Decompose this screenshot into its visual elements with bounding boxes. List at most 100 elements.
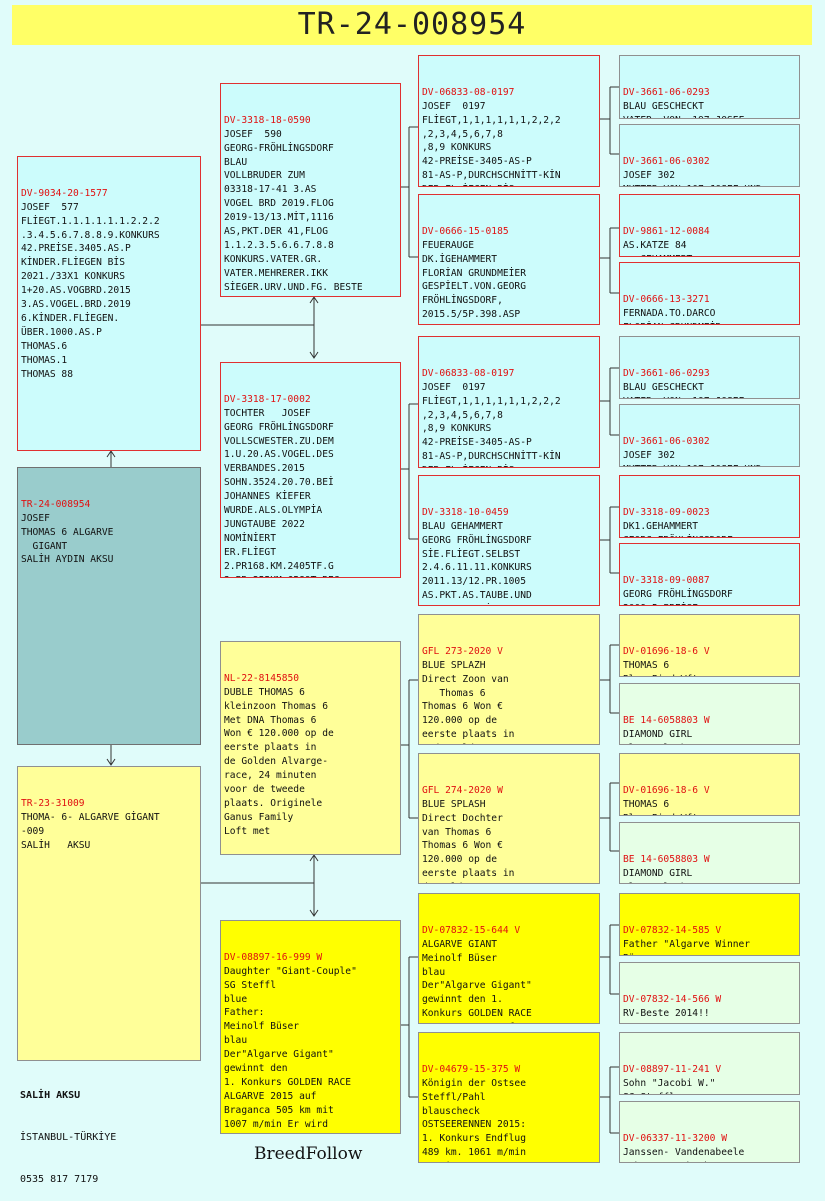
g4-notes: THOMAS 6 Blue Pied Wft 1" Place Golden (623, 659, 698, 676)
g3-ring-number: DV-06833-08-0197 (422, 367, 515, 379)
g4-notes: BLAU GESCHECKT VATER VON 197 JOSEF (623, 100, 744, 118)
g4-notes: THOMAS 6 Blue Pied Wft 1" Place Golden (623, 798, 698, 815)
g4-ring-number: DV-3661-06-0293 (623, 367, 710, 379)
g4-notes: DIAMOND GIRL Blue Splash Rechtstreekse (623, 867, 693, 883)
g3-ring-number: DV-06833-08-0197 (422, 86, 515, 98)
g4-card: DV-01696-18-6 V THOMAS 6 Blue Pied Wft 1"… (619, 614, 800, 677)
g3-notes: FEUERAUGE DK.İGEHAMMERT FLORİAN GRUNDMEİ… (422, 239, 526, 324)
g3-ring-number: DV-04679-15-375 W (422, 1063, 521, 1075)
g4-card: BE 14-6058803 W DIAMOND GIRL Blue Splash … (619, 822, 800, 884)
sire-ring-number: DV-9034-20-1577 (21, 187, 108, 199)
g4-card: DV-07832-14-585 V Father "Algarve Winner … (619, 893, 800, 956)
g3-ring-number: GFL 274-2020 W (422, 784, 503, 796)
owner-city: İSTANBUL-TÜRKİYE (20, 1132, 117, 1143)
pedigree-connectors (106, 86, 619, 1134)
g4-ring-number: DV-01696-18-6 V (623, 784, 710, 796)
dam-dam-ring-number: DV-08897-16-999 W (224, 951, 323, 963)
g4-ring-number: DV-3661-06-0302 (623, 435, 710, 447)
g4-ring-number: DV-9861-12-0084 (623, 225, 710, 237)
g3-card: DV-04679-15-375 W Königin der Ostsee Stef… (418, 1032, 600, 1163)
dam-dam-card: DV-08897-16-999 W Daughter "Giant-Couple"… (220, 920, 401, 1134)
g4-ring-number: DV-0666-13-3271 (623, 293, 710, 305)
pedigree-title: TR-24-008954 (12, 5, 812, 45)
g4-notes: DIAMOND GIRL Blue Splash Rechtstreekse (623, 728, 693, 744)
g4-notes: RV-Beste 2014!! Buser RV-beste Jungtaube (623, 1007, 710, 1023)
g4-ring-number: DV-07832-14-566 W (623, 993, 722, 1005)
g4-ring-number: DV-07832-14-585 V (623, 924, 722, 936)
g4-notes: AS.KATZE 84 GEHAMMERT S.KATZEEL.LENBOGEN (623, 239, 692, 256)
g3-notes: BLUE SPLAZH Direct Zoon van Thomas 6 Tho… (422, 659, 515, 744)
g4-notes: Sohn "Jacobi W." SG Steffl gehammert (623, 1077, 716, 1094)
g4-ring-number: DV-06337-11-3200 W (623, 1132, 727, 1144)
g3-card: GFL 273-2020 V BLUE SPLAZH Direct Zoon va… (418, 614, 600, 745)
sire-dam-notes: TOCHTER JOSEF GEORG FRÖHLİNGSDORF VOLLSC… (224, 407, 340, 577)
g4-notes: Janssen- Vandenabeele gehammertscheck Mu… (623, 1146, 745, 1162)
dam-dam-notes: Daughter "Giant-Couple" SG Steffl blue F… (224, 965, 357, 1133)
g3-notes: Königin der Ostsee Steffl/Pahl blauschec… (422, 1077, 526, 1162)
sire-sire-notes: JOSEF 590 GEORG-FRÖHLİNGSDORF BLAU VOLLB… (224, 128, 363, 296)
g4-card: DV-07832-14-566 W RV-Beste 2014!! Buser R… (619, 962, 800, 1024)
g4-notes: DK1.GEHAMMERT GEORG.FRÖHLİNGSDORF ER.FLİ… (623, 520, 733, 537)
g4-card: DV-08897-11-241 V Sohn "Jacobi W." SG Ste… (619, 1032, 800, 1095)
subject-notes: JOSEF THOMAS 6 ALGARVE GIGANT SALİH AYDI… (21, 512, 114, 566)
g3-card: GFL 274-2020 W BLUE SPLASH Direct Dochter… (418, 753, 600, 884)
g3-ring-number: DV-0666-15-0185 (422, 225, 509, 237)
g4-ring-number: DV-01696-18-6 V (623, 645, 710, 657)
g4-ring-number: DV-3318-09-0023 (623, 506, 710, 518)
g4-notes: JOSEF 302 MUTTER VON 107 JOSEF UND VON 1… (623, 449, 762, 466)
g4-notes: Father "Algarve Winner Büser (623, 938, 751, 955)
g4-ring-number: DV-08897-11-241 V (623, 1063, 722, 1075)
g4-notes: BLAU GESCHECKT VATER VON 197 JOSEF (623, 381, 744, 398)
owner-name: SALİH AKSU (20, 1090, 81, 1101)
owner-info: SALİH AKSU İSTANBUL-TÜRKİYE 0535 817 717… (20, 1061, 116, 1201)
g4-ring-number: DV-3661-06-0293 (623, 86, 710, 98)
brand-logo-text: BreedFollow (254, 1144, 363, 1164)
g4-ring-number: BE 14-6058803 W (623, 714, 710, 726)
dam-sire-notes: DUBLE THOMAS 6 kleinzoon Thomas 6 Met DN… (224, 686, 334, 837)
g4-notes: JOSEF 302 MUTTER VON 107 JOSEF UND VON 1… (623, 169, 762, 186)
g3-card: DV-07832-15-644 V ALGARVE GIANT Meinolf B… (418, 893, 600, 1024)
g3-ring-number: DV-3318-10-0459 (422, 506, 509, 518)
dam-sire-ring-number: NL-22-8145850 (224, 672, 300, 684)
sire-sire-ring-number: DV-3318-18-0590 (224, 114, 311, 126)
g4-ring-number: DV-3318-09-0087 (623, 574, 710, 586)
g4-card: DV-06337-11-3200 W Janssen- Vandenabeele … (619, 1101, 800, 1163)
g3-ring-number: GFL 273-2020 V (422, 645, 503, 657)
g3-notes: JOSEF 0197 FLİEGT,1,1,1,1,1,1,2,2,2 ,2,3… (422, 100, 561, 186)
g3-notes: BLAU GEHAMMERT GEORG FRÖHLİNGSDORF SİE.F… (422, 520, 532, 605)
sire-notes: JOSEF 577 FLİEGT.1.1.1.1.1.1.2.2.2 .3.4.… (21, 201, 160, 380)
owner-phone: 0535 817 7179 (20, 1174, 99, 1185)
g4-card: BE 14-6058803 W DIAMOND GIRL Blue Splash … (619, 683, 800, 745)
g3-notes: ALGARVE GIANT Meinolf Büser blau Der"Alg… (422, 938, 532, 1023)
g4-notes: FERNADA.TO.DARCO FLORİAN.GRUNDMEİR FLİEG… (623, 307, 721, 324)
g4-ring-number: DV-3661-06-0302 (623, 155, 710, 167)
g3-notes: JOSEF 0197 FLİEGT,1,1,1,1,1,1,2,2,2 ,2,3… (422, 381, 561, 467)
g4-card: DV-01696-18-6 V THOMAS 6 Blue Pied Wft 1"… (619, 753, 800, 816)
g3-notes: BLUE SPLASH Direct Dochter van Thomas 6 … (422, 798, 515, 883)
g4-notes: GEORG FRÖHLİNGSDORF 2009.5.PREİSE 2010.1… (623, 588, 733, 605)
sire-dam-ring-number: DV-3318-17-0002 (224, 393, 311, 405)
g3-ring-number: DV-07832-15-644 V (422, 924, 521, 936)
subject-ring-number: TR-24-008954 (21, 498, 91, 510)
g4-ring-number: BE 14-6058803 W (623, 853, 710, 865)
dam-ring-number: TR-23-31009 (21, 797, 85, 809)
dam-notes: THOMA- 6- ALGARVE GİGANT -009 SALİH AKSU (21, 811, 160, 851)
